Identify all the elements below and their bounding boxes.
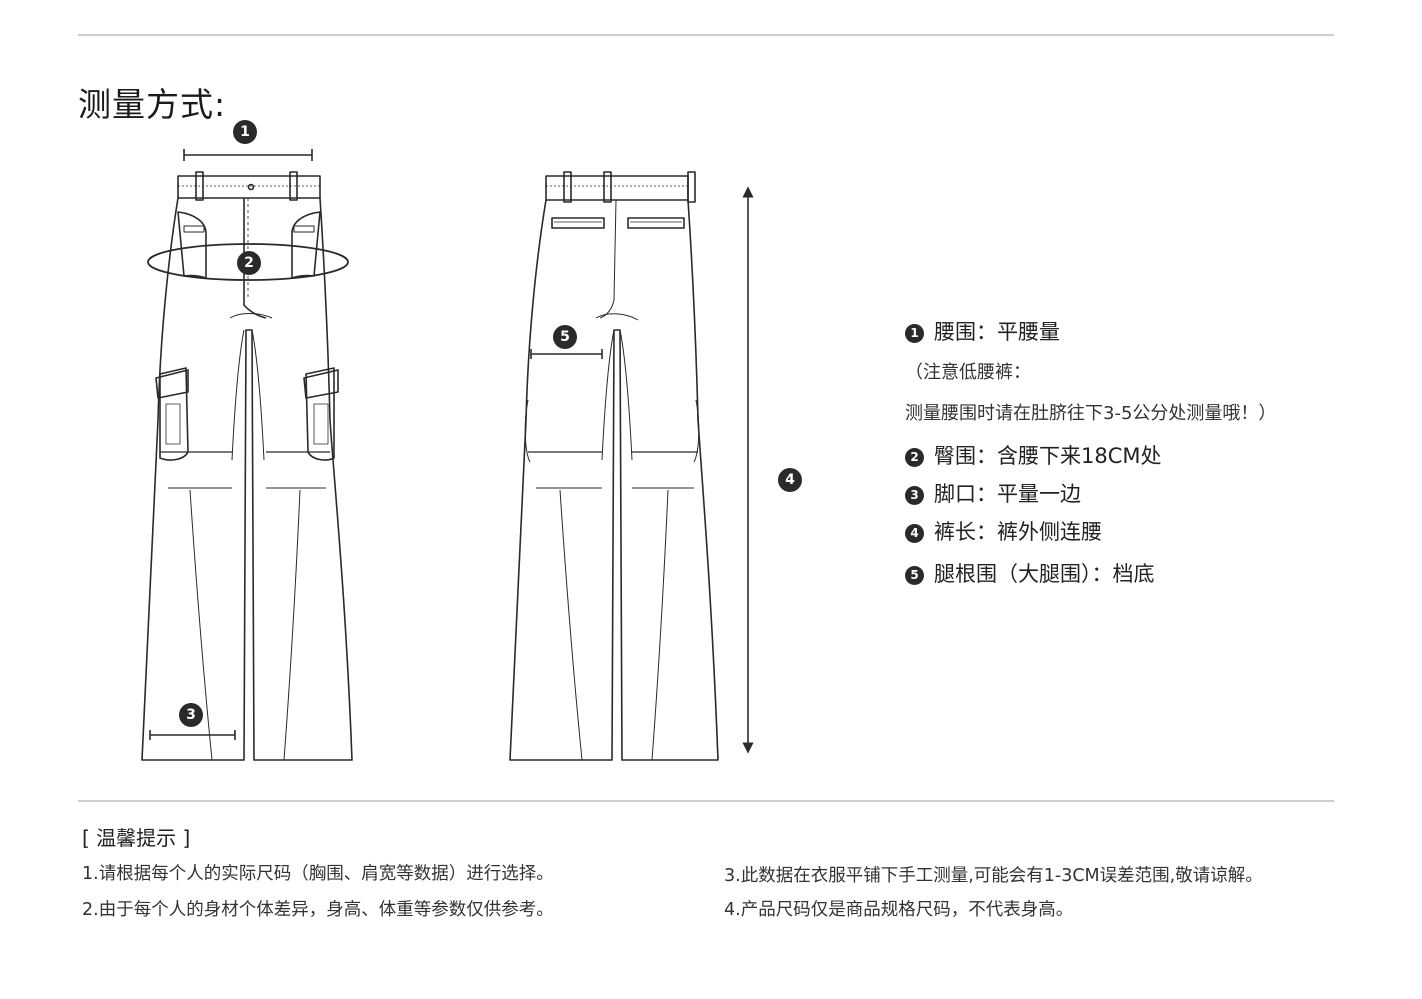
front-view-pants: [141, 171, 353, 761]
hip-measure-ellipse: [147, 243, 349, 281]
tip-1: 1.请根据每个人的实际尺码（胸围、肩宽等数据）进行选择。: [82, 864, 554, 884]
legend-number: 3: [905, 486, 924, 505]
top-divider: [78, 34, 1334, 36]
marker-length: 4: [778, 468, 802, 492]
legend-number: 1: [905, 324, 924, 343]
legend-note-line1: （注意低腰裤：: [905, 362, 1031, 383]
legend-item-thigh: 5 腿根围（大腿围）：档底: [905, 558, 1155, 588]
back-view-pants: [509, 171, 719, 761]
pants-measurement-diagram: [141, 149, 754, 761]
tip-2: 2.由于每个人的身材个体差异，身高、体重等参数仅供参考。: [82, 900, 554, 920]
marker-hem: 3: [179, 703, 203, 727]
legend-text: 裤长：裤外侧连腰: [934, 520, 1102, 544]
legend-text: 腰围：平腰量: [934, 320, 1060, 344]
legend-item-hem: 3 脚口：平量一边: [905, 478, 1081, 508]
legend-number: 2: [905, 448, 924, 467]
tips-heading: [ 温馨提示 ]: [82, 826, 191, 850]
legend-text: 腿根围（大腿围）：档底: [934, 562, 1155, 586]
tip-3: 3.此数据在衣服平铺下手工测量,可能会有1-3CM误差范围,敬请谅解。: [724, 866, 1263, 886]
legend-number: 5: [905, 566, 924, 585]
legend-note-line2: 测量腰围时请在肚脐往下3-5公分处测量哦！）: [905, 403, 1277, 424]
marker-waist: 1: [233, 120, 257, 144]
marker-thigh: 5: [553, 325, 577, 349]
legend-item-hip: 2 臀围：含腰下来18CM处: [905, 440, 1162, 470]
bottom-divider: [78, 800, 1334, 802]
marker-hip: 2: [237, 251, 261, 275]
legend-text: 脚口：平量一边: [934, 482, 1081, 506]
legend-number: 4: [905, 524, 924, 543]
tip-4: 4.产品尺码仅是商品规格尺码，不代表身高。: [724, 900, 1074, 920]
page-title: 测量方式:: [78, 85, 227, 124]
legend-text: 臀围：含腰下来18CM处: [934, 444, 1162, 468]
legend-item-length: 4 裤长：裤外侧连腰: [905, 516, 1102, 546]
legend-item-waist: 1 腰围：平腰量: [905, 316, 1060, 346]
